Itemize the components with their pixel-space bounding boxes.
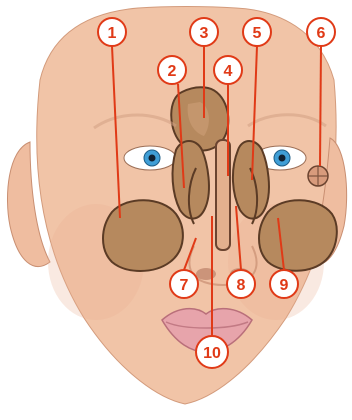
callout-number-2: 2 (168, 63, 177, 80)
callout-1: 1 (98, 18, 126, 46)
callout-7: 7 (170, 270, 198, 298)
callout-6: 6 (307, 18, 335, 46)
callout-2: 2 (158, 56, 186, 84)
callout-number-6: 6 (317, 25, 326, 42)
callout-10: 10 (196, 336, 228, 368)
callout-number-7: 7 (180, 277, 189, 294)
callout-8: 8 (227, 270, 255, 298)
left-pupil (149, 155, 156, 162)
ear-structure (308, 166, 328, 186)
maxillary-sinus-right (259, 200, 337, 271)
callout-number-3: 3 (200, 25, 209, 42)
maxillary-sinus-left (103, 200, 183, 271)
callout-number-8: 8 (237, 277, 246, 294)
callout-number-5: 5 (253, 25, 262, 42)
right-pupil (279, 155, 286, 162)
callout-4: 4 (214, 56, 242, 84)
callout-number-9: 9 (280, 277, 289, 294)
callout-9: 9 (270, 270, 298, 298)
callout-5: 5 (243, 18, 271, 46)
callout-3: 3 (190, 18, 218, 46)
callout-number-10: 10 (203, 345, 221, 362)
callout-number-4: 4 (224, 63, 233, 80)
ethmoid-right (233, 141, 269, 219)
callout-number-1: 1 (108, 25, 117, 42)
leader-6 (320, 46, 321, 166)
